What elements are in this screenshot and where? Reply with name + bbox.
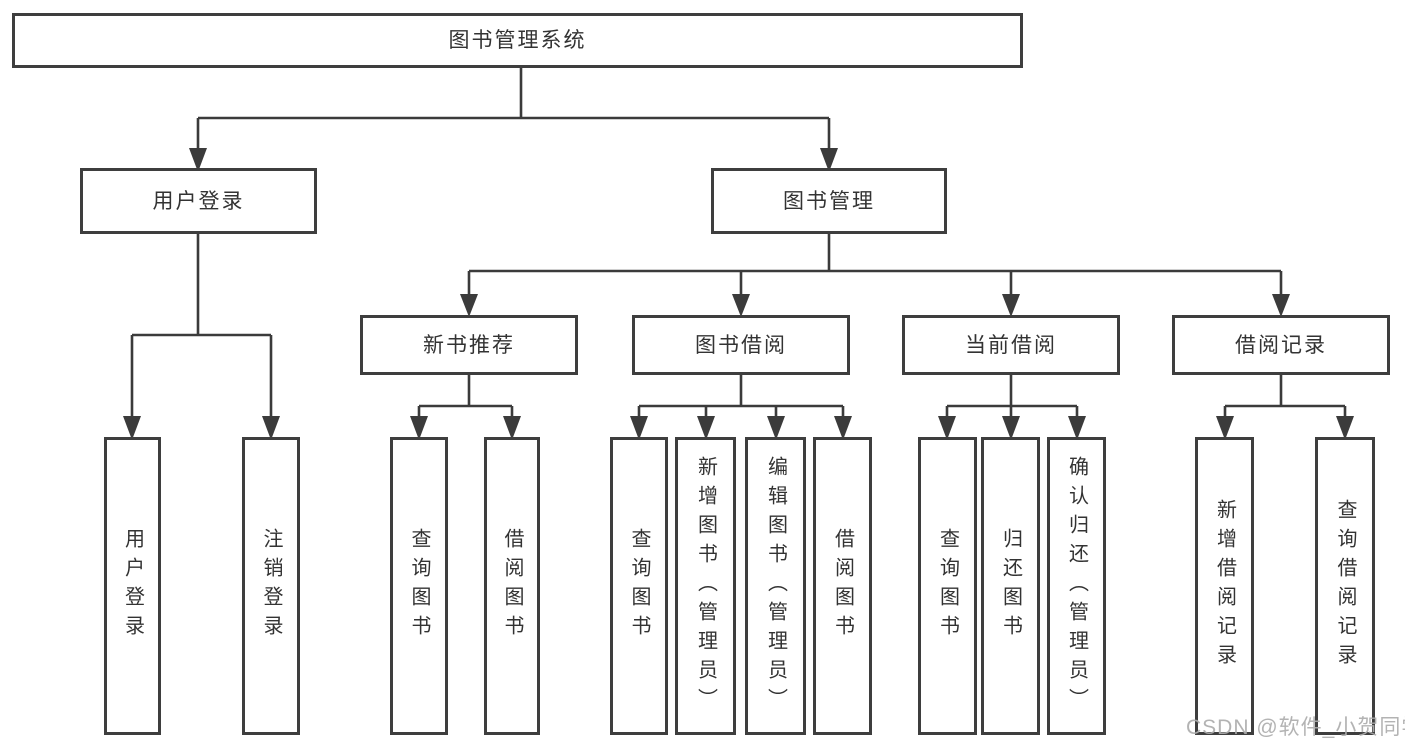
leaf-confirm-return-admin: 确认归还（管理员） <box>1047 437 1106 735</box>
leaf-return-books: 归还图书 <box>981 437 1040 735</box>
leaf-logout: 注销登录 <box>242 437 300 735</box>
leaf-edit-books-admin: 编辑图书（管理员） <box>745 437 806 735</box>
node-book-management: 图书管理 <box>711 168 947 234</box>
leaf-add-books-admin: 新增图书（管理员） <box>675 437 736 735</box>
leaf-add-borrow-record: 新增借阅记录 <box>1195 437 1254 735</box>
leaf-query-books-recommend: 查询图书 <box>390 437 448 735</box>
node-current-borrowing: 当前借阅 <box>902 315 1120 375</box>
node-borrow-records: 借阅记录 <box>1172 315 1390 375</box>
leaf-query-borrow-record: 查询借阅记录 <box>1315 437 1375 735</box>
node-user-login: 用户登录 <box>80 168 317 234</box>
leaf-borrow-books: 借阅图书 <box>813 437 872 735</box>
leaf-query-books-borrowing: 查询图书 <box>610 437 668 735</box>
watermark: CSDN @软件_小贺同学 <box>1186 716 1405 739</box>
node-book-borrowing: 图书借阅 <box>632 315 850 375</box>
node-root: 图书管理系统 <box>12 13 1023 68</box>
leaf-query-books-current: 查询图书 <box>918 437 977 735</box>
leaf-borrow-books-recommend: 借阅图书 <box>484 437 540 735</box>
node-new-book-recommend: 新书推荐 <box>360 315 578 375</box>
leaf-user-login: 用户登录 <box>104 437 161 735</box>
